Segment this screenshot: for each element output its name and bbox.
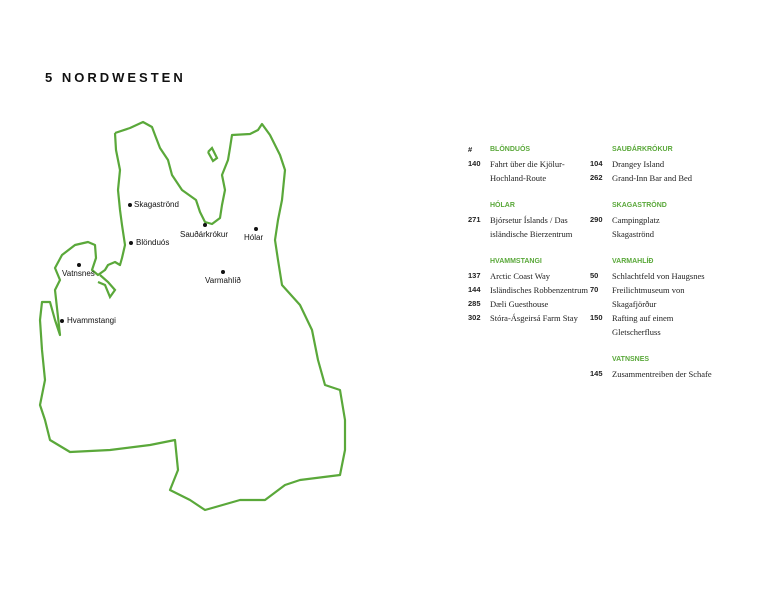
entry-number: 140 [468,159,481,168]
number-header: # [468,145,473,154]
group-heading: HVAMMSTANGI [490,258,542,265]
place-dot [254,227,258,231]
region-outline [38,120,347,512]
place-dot [60,319,64,323]
entry-number: 290 [590,215,603,224]
entry-number: 285 [468,299,481,308]
place-dot [221,270,225,274]
entry-number: 262 [590,173,603,182]
entry-number: 271 [468,215,481,224]
entry-text: Arctic Coast Way [490,271,551,281]
group-heading: VATNSNES [612,356,650,363]
entry-number: 137 [468,271,481,280]
group-heading: BLÖNDUÓS [490,146,531,153]
entry-number: 302 [468,313,481,322]
group-heading: SKAGASTRÖND [612,202,667,209]
entry-text: Zusammentreiben der Schafe [612,369,712,379]
coast-islet [207,146,219,163]
place-label: Skagaströnd [134,200,179,209]
entry-number: 50 [590,271,599,280]
place-label: Hólar [244,233,264,242]
entry-text: Freilichtmuseum von Skagafjörður [612,285,685,309]
index-column-right: SAUÐÁRKRÓKUR 104 Drangey Island 262 Grand-… [590,143,732,381]
place-label: Varmahlíð [205,276,241,285]
group-heading: HÓLAR [490,202,515,209]
group-heading: VARMAHLÍÐ [612,258,654,265]
entry-text: Campingplatz Skagaströnd [612,215,660,239]
place-dot [128,203,132,207]
entry-text: Rafting auf einem Gletscherfluss [612,313,674,337]
group-heading: SAUÐÁRKRÓKUR [612,146,673,153]
place-dot [129,241,133,245]
index-column-left: # BLÖNDUÓS 140 Fahrt über die Kjölur-Hochl… [468,143,590,325]
place-label: Sauðárkrókur [180,230,229,239]
place-label: Blönduós [136,238,170,247]
coast-inlet [97,274,117,300]
chapter-title: 5 NORDWESTEN [45,70,186,85]
entry-number: 104 [590,159,603,168]
entry-text: Schlachtfeld von Haugsnes [612,271,705,281]
place-dot [203,223,207,227]
entry-number: 145 [590,369,603,378]
place-label: Vatnsnes [62,269,95,278]
entry-number: 144 [468,285,481,294]
entry-text: Isländisches Robbenzentrum [490,285,588,295]
entry-text: Drangey Island [612,159,665,169]
entry-text: Fahrt über die Kjölur-Hochland-Route [490,159,565,183]
entry-text: Grand-Inn Bar and Bed [612,173,693,183]
entry-text: Stóra-Ásgeirsá Farm Stay [490,313,578,323]
place-label: Hvammstangi [67,316,116,325]
entry-number: 70 [590,285,599,294]
place-dot [77,263,81,267]
entry-text: Dæli Guesthouse [490,299,549,309]
entry-text: Bjórsetur Íslands / Das isländische Bier… [490,215,573,239]
entry-number: 150 [590,313,603,322]
